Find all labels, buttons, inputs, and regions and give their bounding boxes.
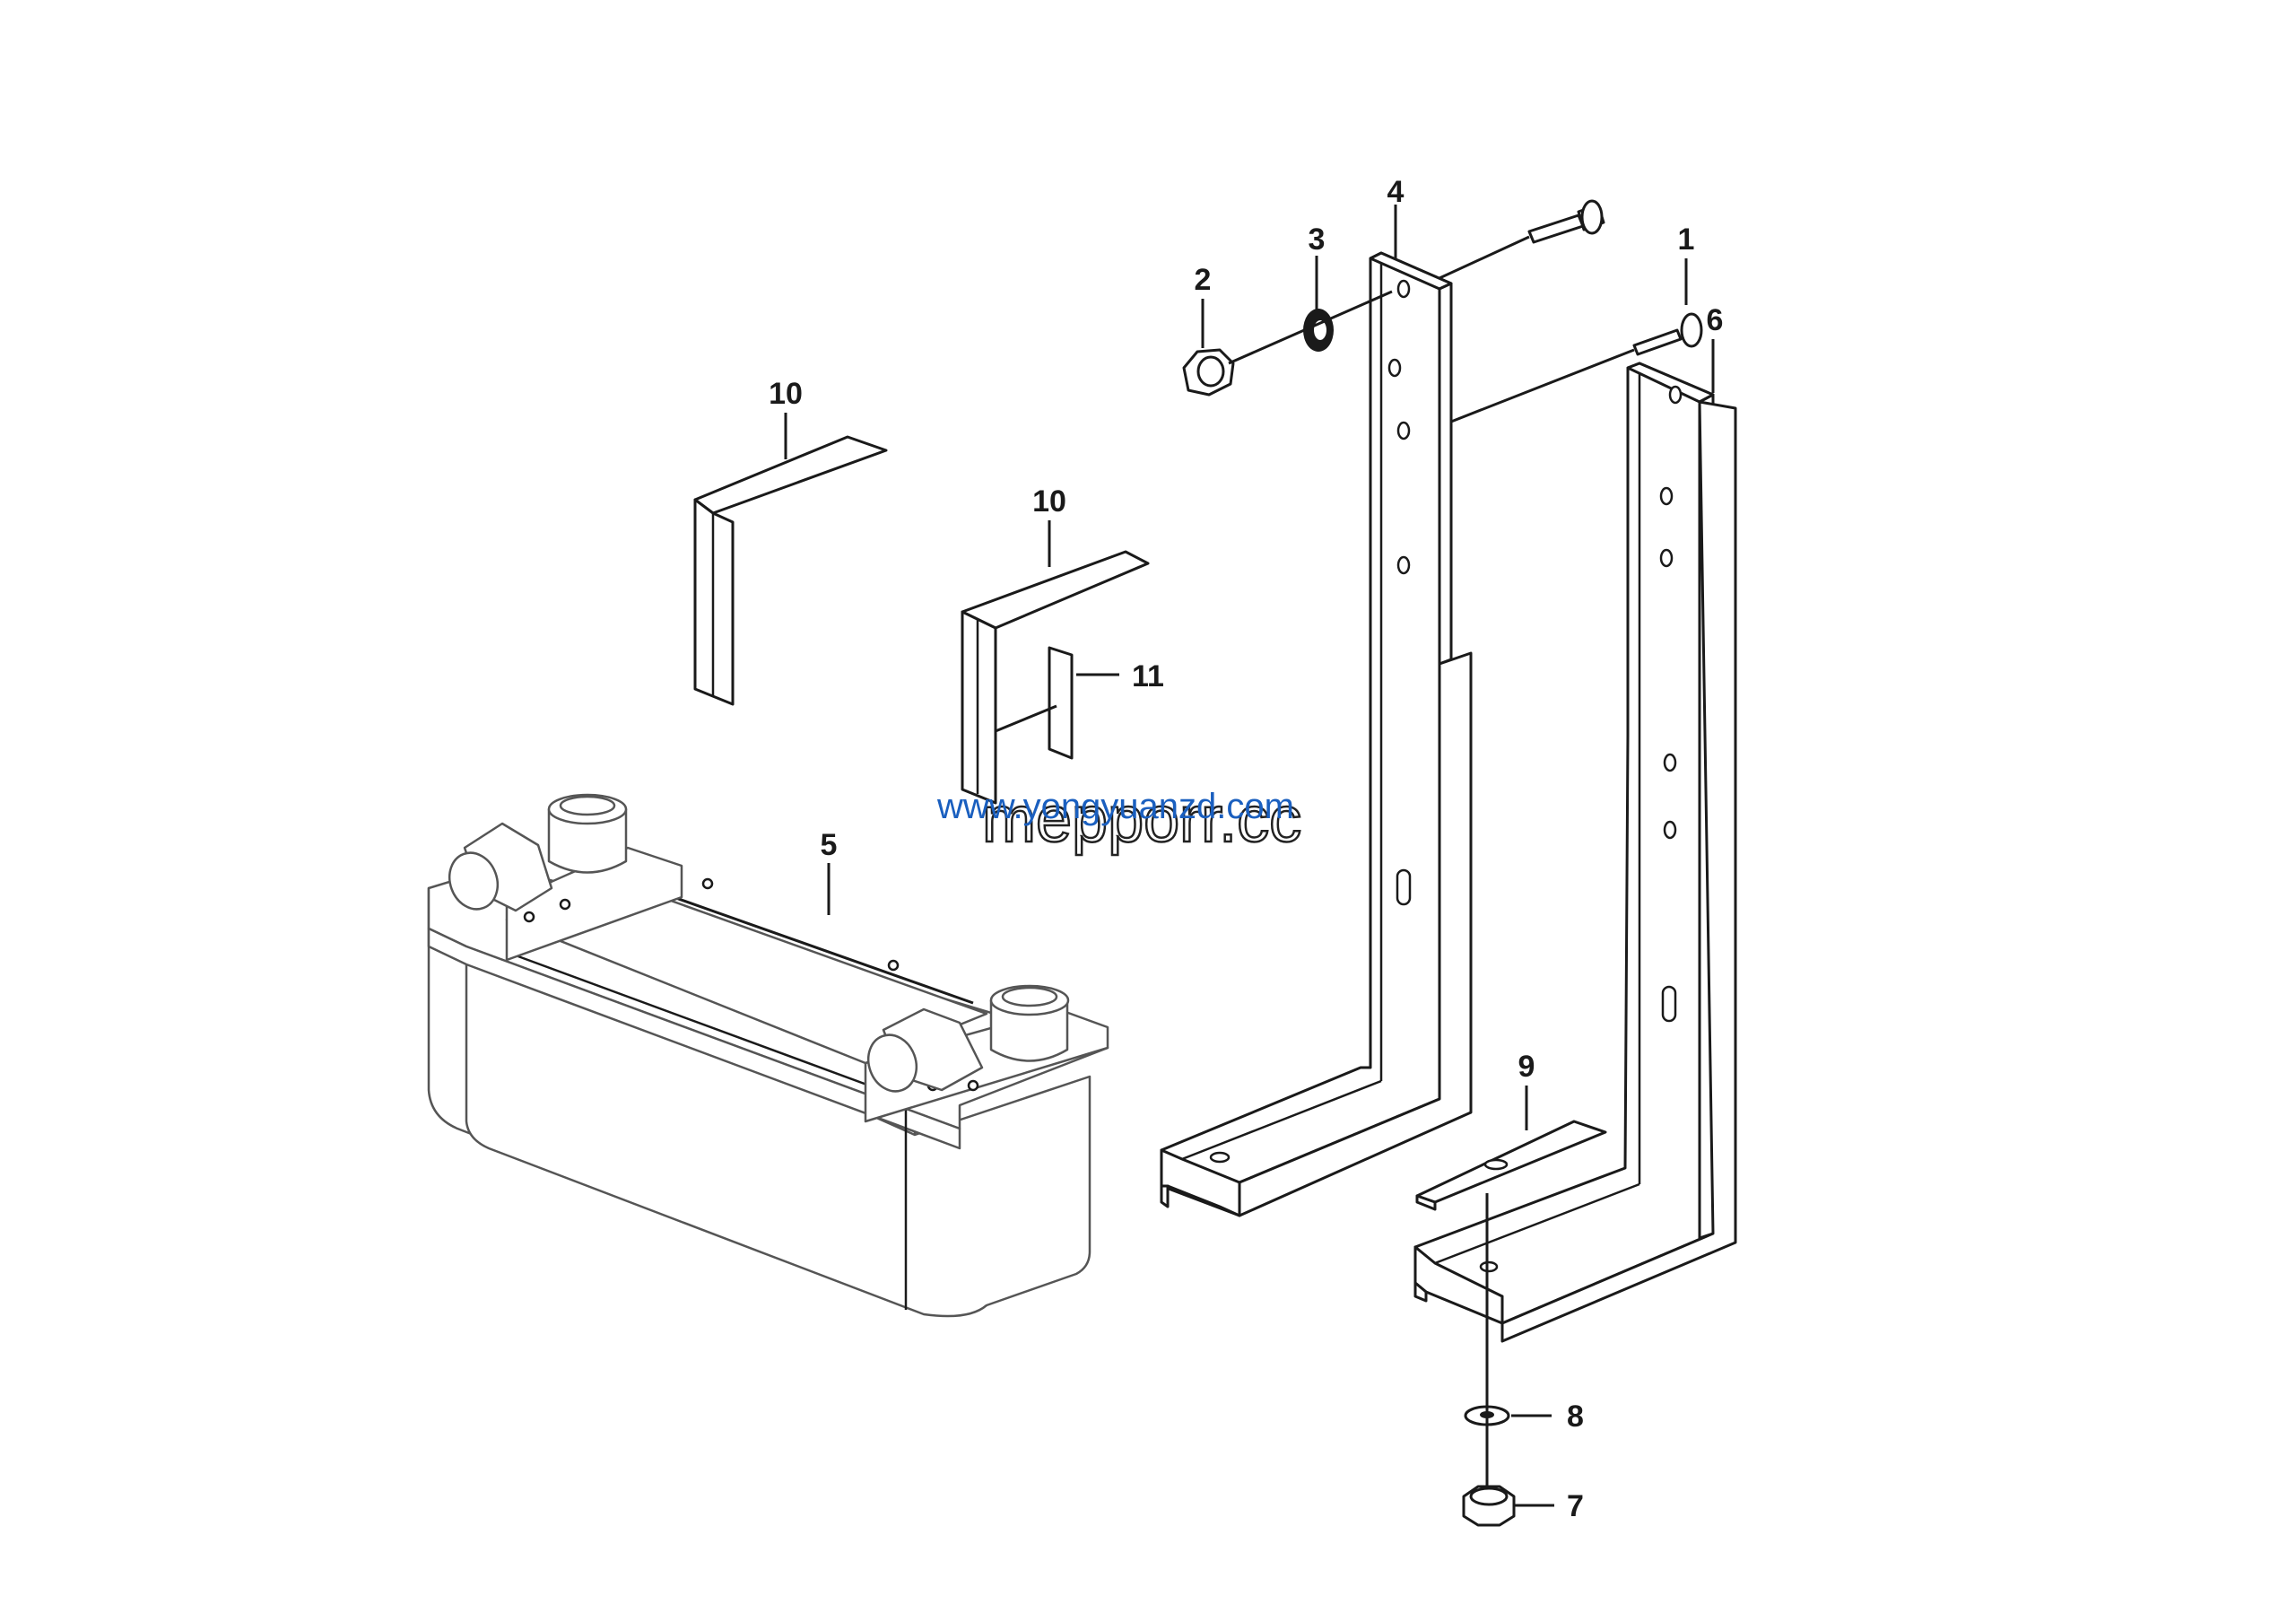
bracket-plate-part-10-right <box>961 550 1150 805</box>
nut-part-7 <box>1462 1485 1516 1527</box>
nut-part-2 <box>1182 348 1235 397</box>
strap-part-9 <box>1415 1120 1607 1211</box>
callout-6: 6 <box>1707 303 1724 337</box>
callout-2: 2 <box>1195 263 1212 297</box>
callout-3: 3 <box>1309 222 1326 257</box>
callout-10-right: 10 <box>1032 484 1066 519</box>
bolt-part-1 <box>1450 312 1703 423</box>
pad-part-11 <box>995 646 1074 760</box>
watermark-logo-text: mepporr.cc <box>982 784 1301 856</box>
callout-9: 9 <box>1518 1050 1535 1084</box>
callout-7: 7 <box>1567 1489 1584 1523</box>
watermark: mepporr.cc www.yongyuanzd.com <box>936 783 1302 858</box>
bracket-plate-part-10-left <box>693 435 888 706</box>
mounting-bracket-part-4 <box>1160 251 1473 1217</box>
callout-4: 4 <box>1387 175 1405 209</box>
callout-1: 1 <box>1678 222 1695 257</box>
callout-labels: 1 2 3 4 5 6 7 8 9 10 10 11 <box>769 175 1723 1523</box>
callout-leaders <box>784 205 1715 1507</box>
oil-cooler-part-5 <box>427 793 1109 1318</box>
bolt-upper <box>1439 199 1605 280</box>
callout-8: 8 <box>1567 1400 1584 1434</box>
mounting-bracket-part-6 <box>1413 362 1737 1343</box>
callout-5: 5 <box>821 828 838 862</box>
callout-10-left: 10 <box>769 377 803 411</box>
watermark-url: www.yongyuanzd.com <box>936 787 1294 826</box>
washer-part-3 <box>1303 309 1334 352</box>
callout-11: 11 <box>1132 659 1164 693</box>
fastener-axis-line <box>1228 290 1393 365</box>
